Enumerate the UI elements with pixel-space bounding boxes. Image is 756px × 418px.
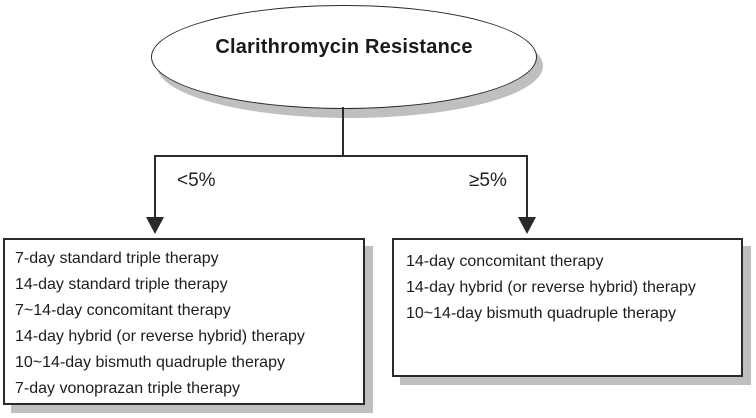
therapy-item: 7~14-day concomitant therapy [15, 302, 231, 319]
therapy-item: 14-day hybrid (or reverse hybrid) therap… [406, 279, 696, 296]
connector-root-stem [342, 107, 344, 157]
arrow-down-right-icon [518, 217, 536, 234]
root-node-ellipse: Clarithromycin Resistance [151, 5, 537, 109]
root-node-label: Clarithromycin Resistance [215, 35, 473, 58]
therapy-item: 7-day standard triple therapy [15, 250, 219, 267]
therapy-box-high-resistance: 14-day concomitant therapy 14-day hybrid… [392, 238, 743, 377]
connector-right-branch [526, 155, 528, 219]
therapy-item: 7-day vonoprazan triple therapy [15, 380, 241, 397]
therapy-box-low-resistance: 7-day standard triple therapy 14-day sta… [3, 238, 365, 405]
connector-horizontal [154, 155, 528, 157]
therapy-item: 10~14-day bismuth quadruple therapy [406, 305, 676, 322]
therapy-item: 10~14-day bismuth quadruple therapy [15, 354, 285, 371]
connector-left-branch [154, 155, 156, 219]
arrow-down-left-icon [146, 217, 164, 234]
branch-condition-under-5pct: <5% [177, 170, 216, 191]
branch-condition-5pct-or-more: ≥5% [469, 170, 507, 191]
therapy-item: 14-day hybrid (or reverse hybrid) therap… [15, 328, 305, 345]
therapy-item: 14-day standard triple therapy [15, 276, 228, 293]
therapy-item: 14-day concomitant therapy [406, 253, 604, 270]
